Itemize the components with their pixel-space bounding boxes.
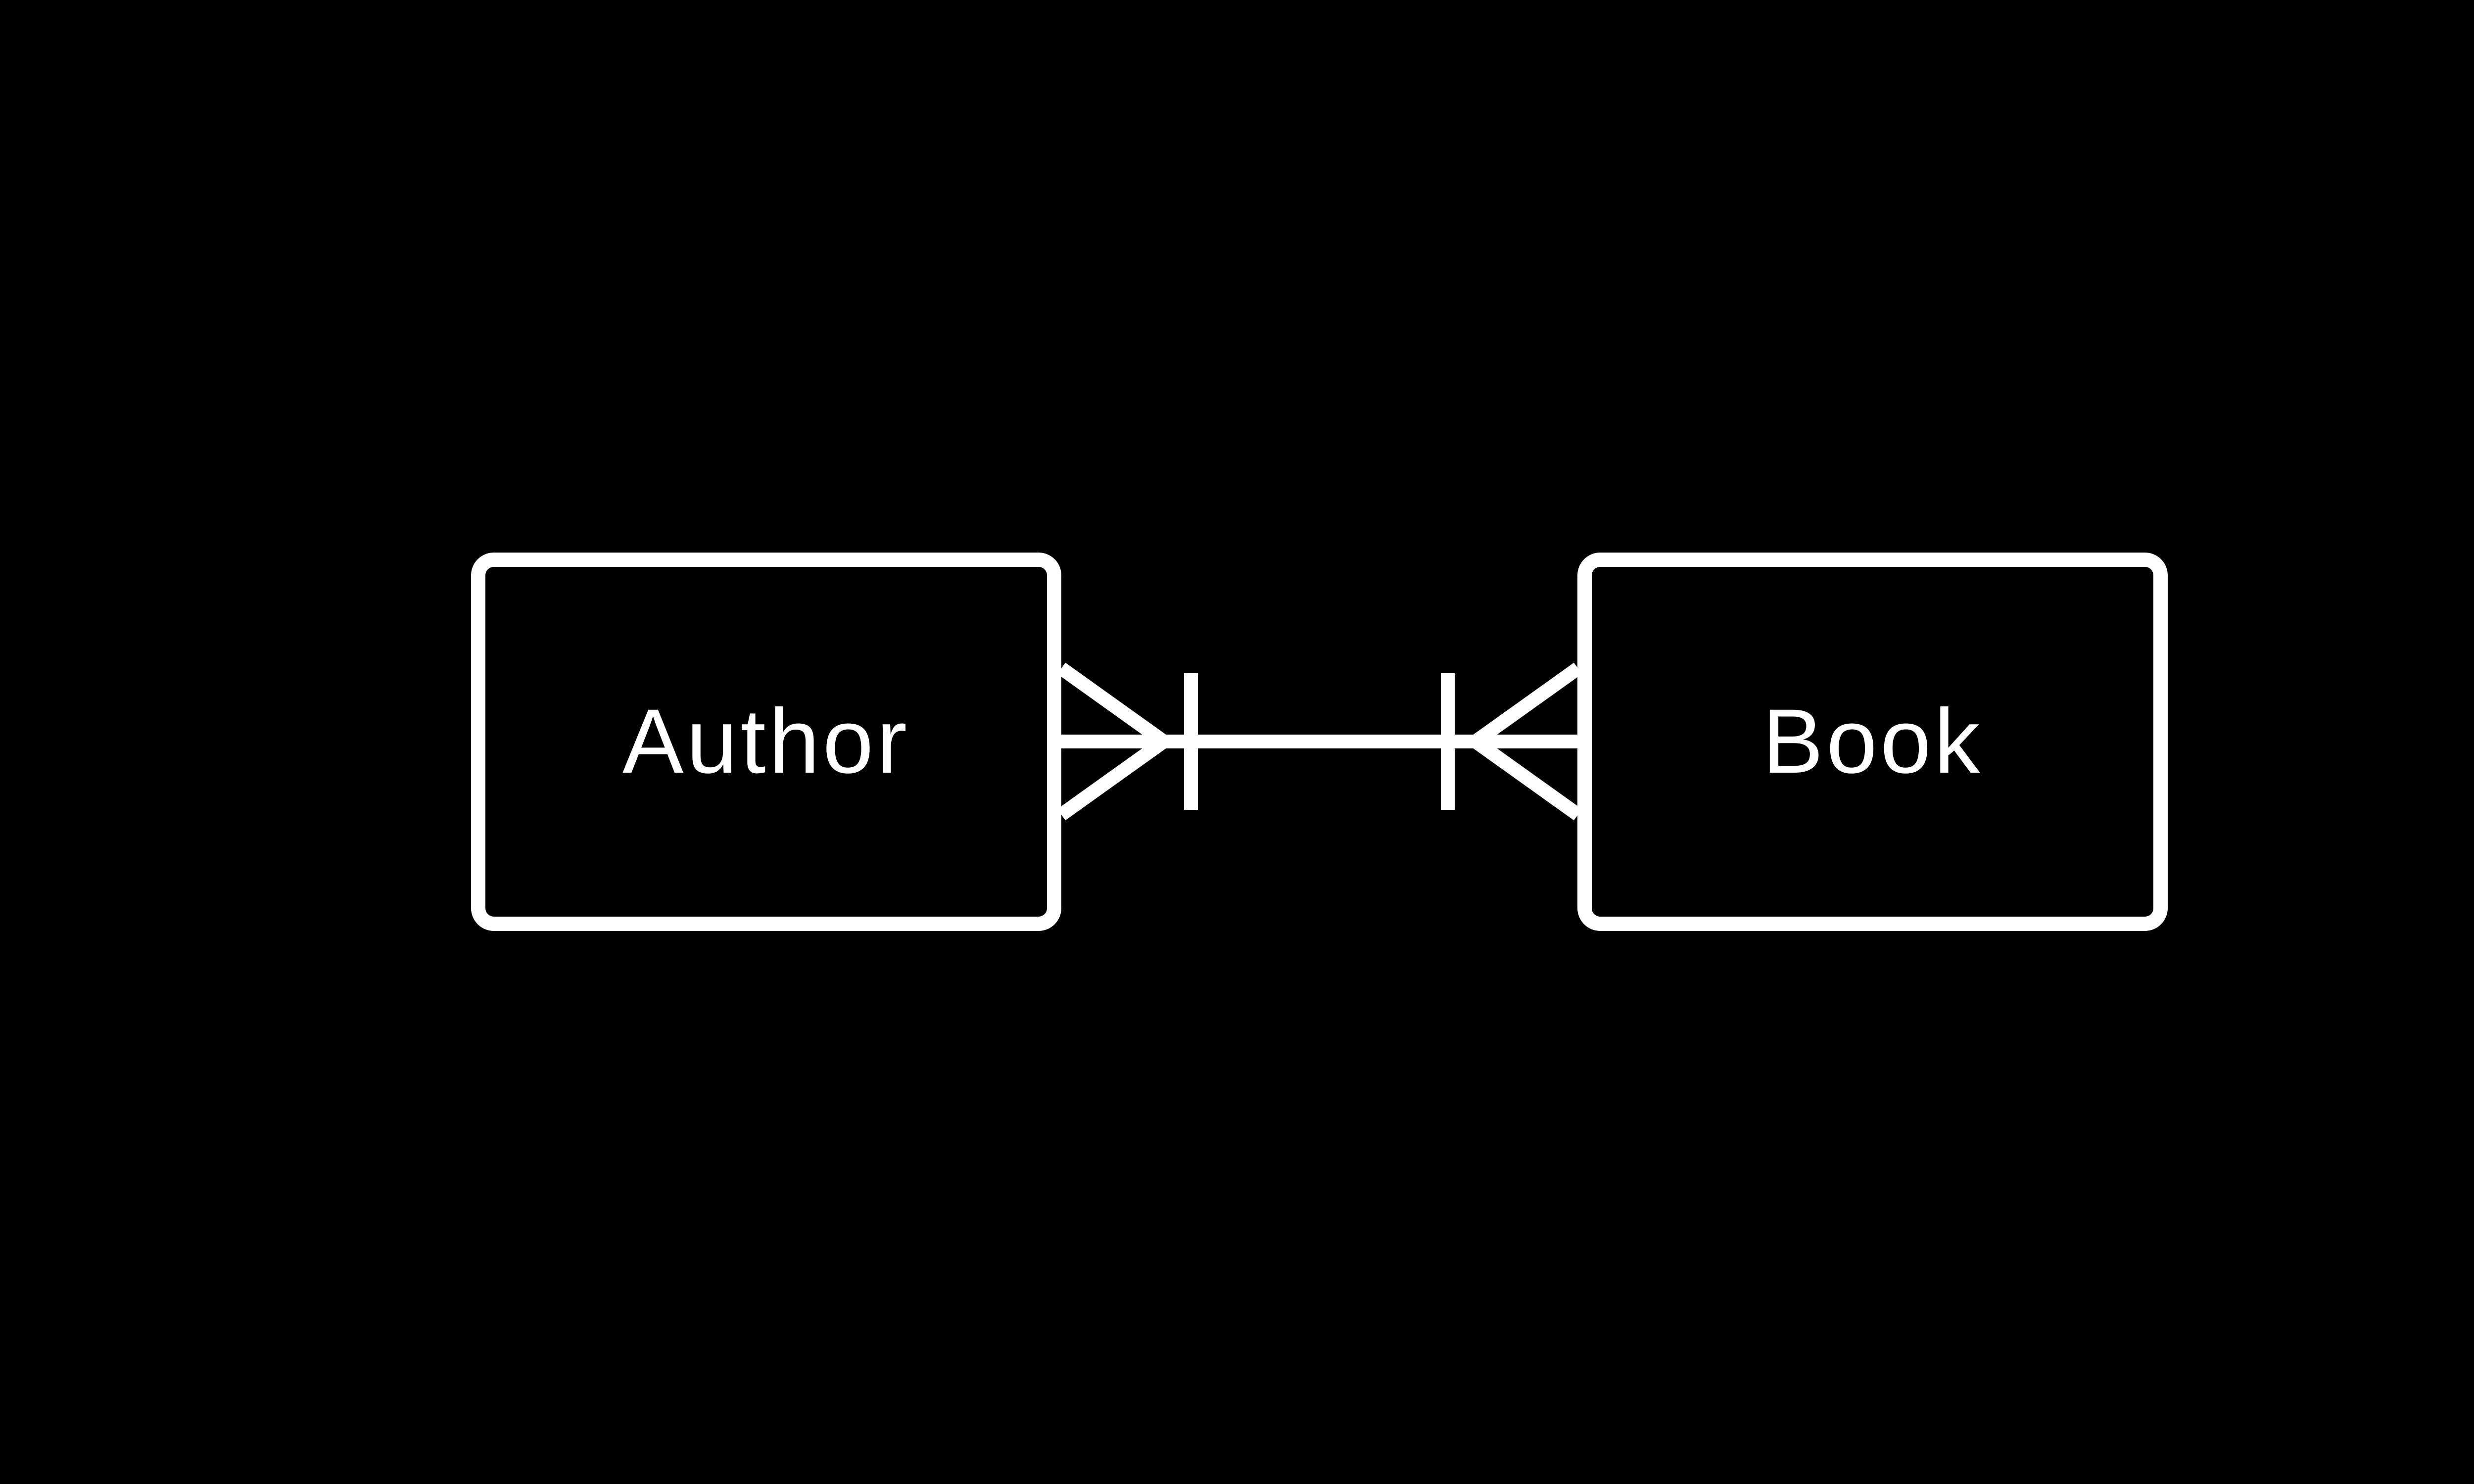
author-many-crows-foot-icon — [1057, 662, 1168, 821]
book-many-crows-foot-icon — [1471, 662, 1582, 821]
entity-book-label: Book — [1762, 691, 1983, 792]
entity-book: Book — [1577, 553, 2168, 931]
entity-author: Author — [471, 553, 1061, 931]
entity-author-label: Author — [622, 691, 910, 792]
